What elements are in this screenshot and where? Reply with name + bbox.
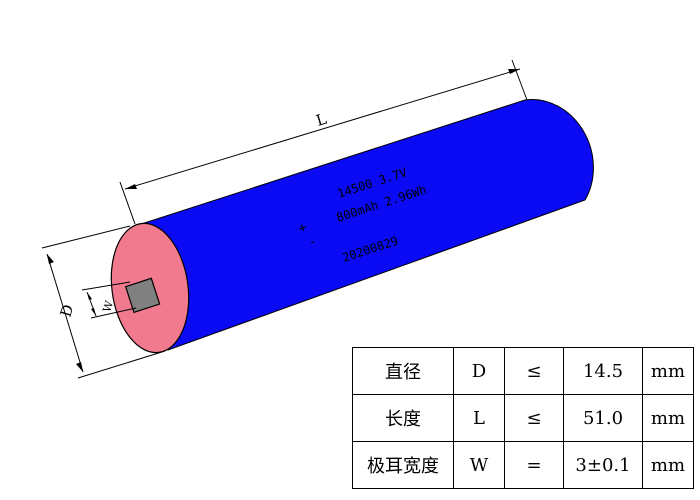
spec-value: 14.5	[582, 360, 624, 382]
spec-value: 51.0	[582, 407, 624, 429]
diameter-dimension: D	[41, 225, 166, 379]
spec-value-cell: 14.5	[563, 347, 643, 395]
spec-operator-cell: ≤	[504, 394, 564, 442]
tab-width-extension-bottom	[90, 307, 137, 319]
length-extension-left	[119, 181, 136, 225]
length-extension-right	[511, 59, 528, 101]
spec-operator: =	[526, 454, 542, 476]
spec-row-length: 长度 L ≤ 51.0 mm	[352, 394, 694, 442]
spec-operator: ≤	[526, 360, 542, 382]
spec-value-cell: 51.0	[563, 394, 643, 442]
diameter-dimension-line	[46, 253, 84, 373]
diameter-label: D	[57, 302, 78, 319]
spec-unit: mm	[650, 360, 686, 382]
spec-symbol-cell: W	[453, 441, 505, 489]
spec-unit-cell: mm	[642, 441, 694, 489]
spec-unit: mm	[650, 454, 686, 476]
spec-name: 极耳宽度	[367, 456, 439, 477]
diameter-arrow-top	[47, 254, 54, 264]
diameter-extension-bottom	[77, 350, 166, 379]
battery-body	[131, 99, 594, 351]
spec-symbol: D	[471, 360, 487, 382]
spec-value-cell: 3±0.1	[563, 441, 643, 489]
spec-symbol: W	[469, 454, 489, 476]
tab-width-extension-top	[81, 281, 131, 291]
tab-width-label: W	[100, 299, 116, 314]
length-label: L	[314, 110, 329, 130]
spec-name-cell: 直径	[352, 347, 454, 395]
spec-row-tab-width: 极耳宽度 W = 3±0.1 mm	[352, 441, 694, 489]
spec-symbol-cell: L	[453, 394, 505, 442]
spec-symbol-cell: D	[453, 347, 505, 395]
diameter-extension-top	[41, 225, 131, 249]
diameter-arrow-bottom	[76, 362, 83, 372]
spec-name: 直径	[385, 362, 421, 383]
spec-symbol: L	[473, 407, 485, 429]
spec-operator-cell: ≤	[504, 347, 564, 395]
length-dimension-line	[124, 68, 521, 190]
tab-width-dimension: W	[81, 281, 137, 319]
spec-operator: ≤	[526, 407, 542, 429]
tab-width-arrow-bottom	[91, 308, 96, 316]
spec-name-cell: 极耳宽度	[352, 441, 454, 489]
length-arrow-right	[508, 69, 520, 74]
spec-unit-cell: mm	[642, 347, 694, 395]
spec-name-cell: 长度	[352, 394, 454, 442]
spec-unit-cell: mm	[642, 394, 694, 442]
spec-value: 3±0.1	[575, 454, 631, 476]
spec-unit: mm	[650, 407, 686, 429]
spec-operator-cell: =	[504, 441, 564, 489]
tab-width-arrow-top	[87, 292, 92, 300]
spec-table: 直径 D ≤ 14.5 mm 长度 L ≤ 51.0 mm 极耳宽度 W = 3…	[352, 347, 694, 489]
spec-row-diameter: 直径 D ≤ 14.5 mm	[352, 347, 694, 395]
spec-name: 长度	[385, 409, 421, 430]
battery-tab	[124, 277, 161, 314]
length-arrow-left	[125, 184, 137, 189]
